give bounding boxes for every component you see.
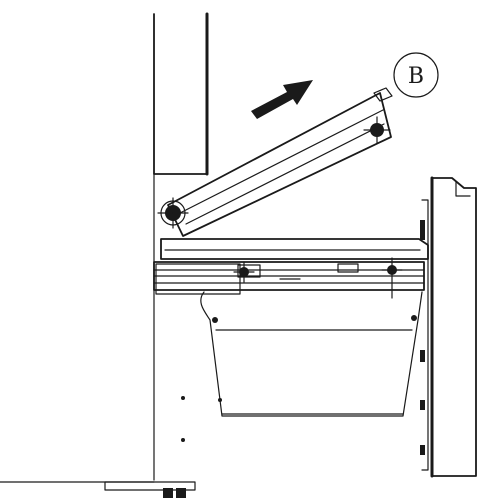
- slide-rail-assembly: [153, 261, 425, 295]
- drawer-top-frame: [160, 238, 429, 260]
- lid-pivot-right: [363, 116, 391, 144]
- direction-arrow: [251, 80, 313, 119]
- right-door-panel: [420, 176, 477, 478]
- cabinet-base: [0, 481, 196, 498]
- callout-b: B: [393, 52, 439, 98]
- tilted-drawer-lid: [167, 87, 393, 237]
- lid-pivot-left: [157, 197, 189, 229]
- upper-cabinet-panel: [153, 12, 209, 481]
- drawer-basket: [181, 291, 423, 442]
- callout-label: B: [408, 64, 424, 89]
- rail-fastener-right: [381, 257, 403, 299]
- rail-fastener-left: [233, 261, 255, 283]
